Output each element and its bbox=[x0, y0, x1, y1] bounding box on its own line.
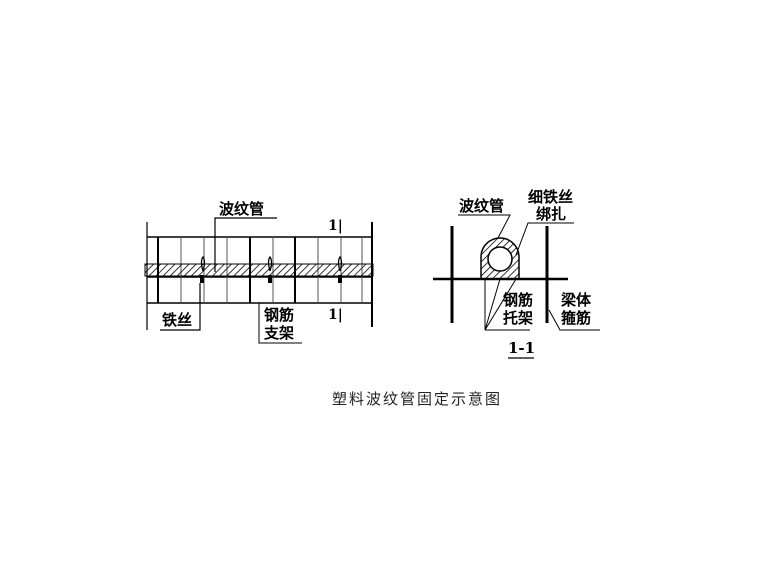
elevation-wire-label: 铁丝 bbox=[162, 311, 193, 329]
elevation-support-label-2: 支架 bbox=[264, 324, 295, 342]
diagram-caption: 塑料波纹管固定示意图 bbox=[332, 390, 503, 408]
section-pipe-leader bbox=[458, 214, 511, 239]
section-view bbox=[433, 214, 600, 359]
elevation-pipe-label: 波纹管 bbox=[219, 200, 265, 218]
section-tie-label-2: 绑扎 bbox=[536, 205, 567, 223]
wire-knots bbox=[200, 275, 342, 283]
section-mark-bottom: 1| bbox=[328, 307, 343, 323]
pipe-bore bbox=[487, 246, 513, 272]
section-tie-label-1: 细铁丝 bbox=[528, 188, 574, 206]
support-leader bbox=[258, 303, 302, 344]
wire-leader bbox=[160, 283, 201, 331]
elevation-support-label-1: 钢筋 bbox=[264, 306, 295, 324]
section-support-label-1: 钢筋 bbox=[503, 291, 534, 309]
tie-leader bbox=[515, 222, 574, 256]
pipe-leader bbox=[214, 217, 277, 272]
section-stirrup-label-2: 箍筋 bbox=[561, 309, 592, 327]
support-leaders bbox=[484, 278, 530, 331]
section-mark-top: 1| bbox=[328, 218, 343, 234]
section-title: 1-1 bbox=[508, 339, 536, 357]
wire-ties bbox=[200, 255, 343, 272]
section-support-label-2: 托架 bbox=[503, 309, 534, 327]
section-pipe-label: 波纹管 bbox=[459, 197, 505, 215]
section-stirrup-label-1: 梁体 bbox=[561, 291, 592, 309]
elevation-view bbox=[144, 217, 374, 344]
stirrup-leader bbox=[548, 309, 600, 331]
